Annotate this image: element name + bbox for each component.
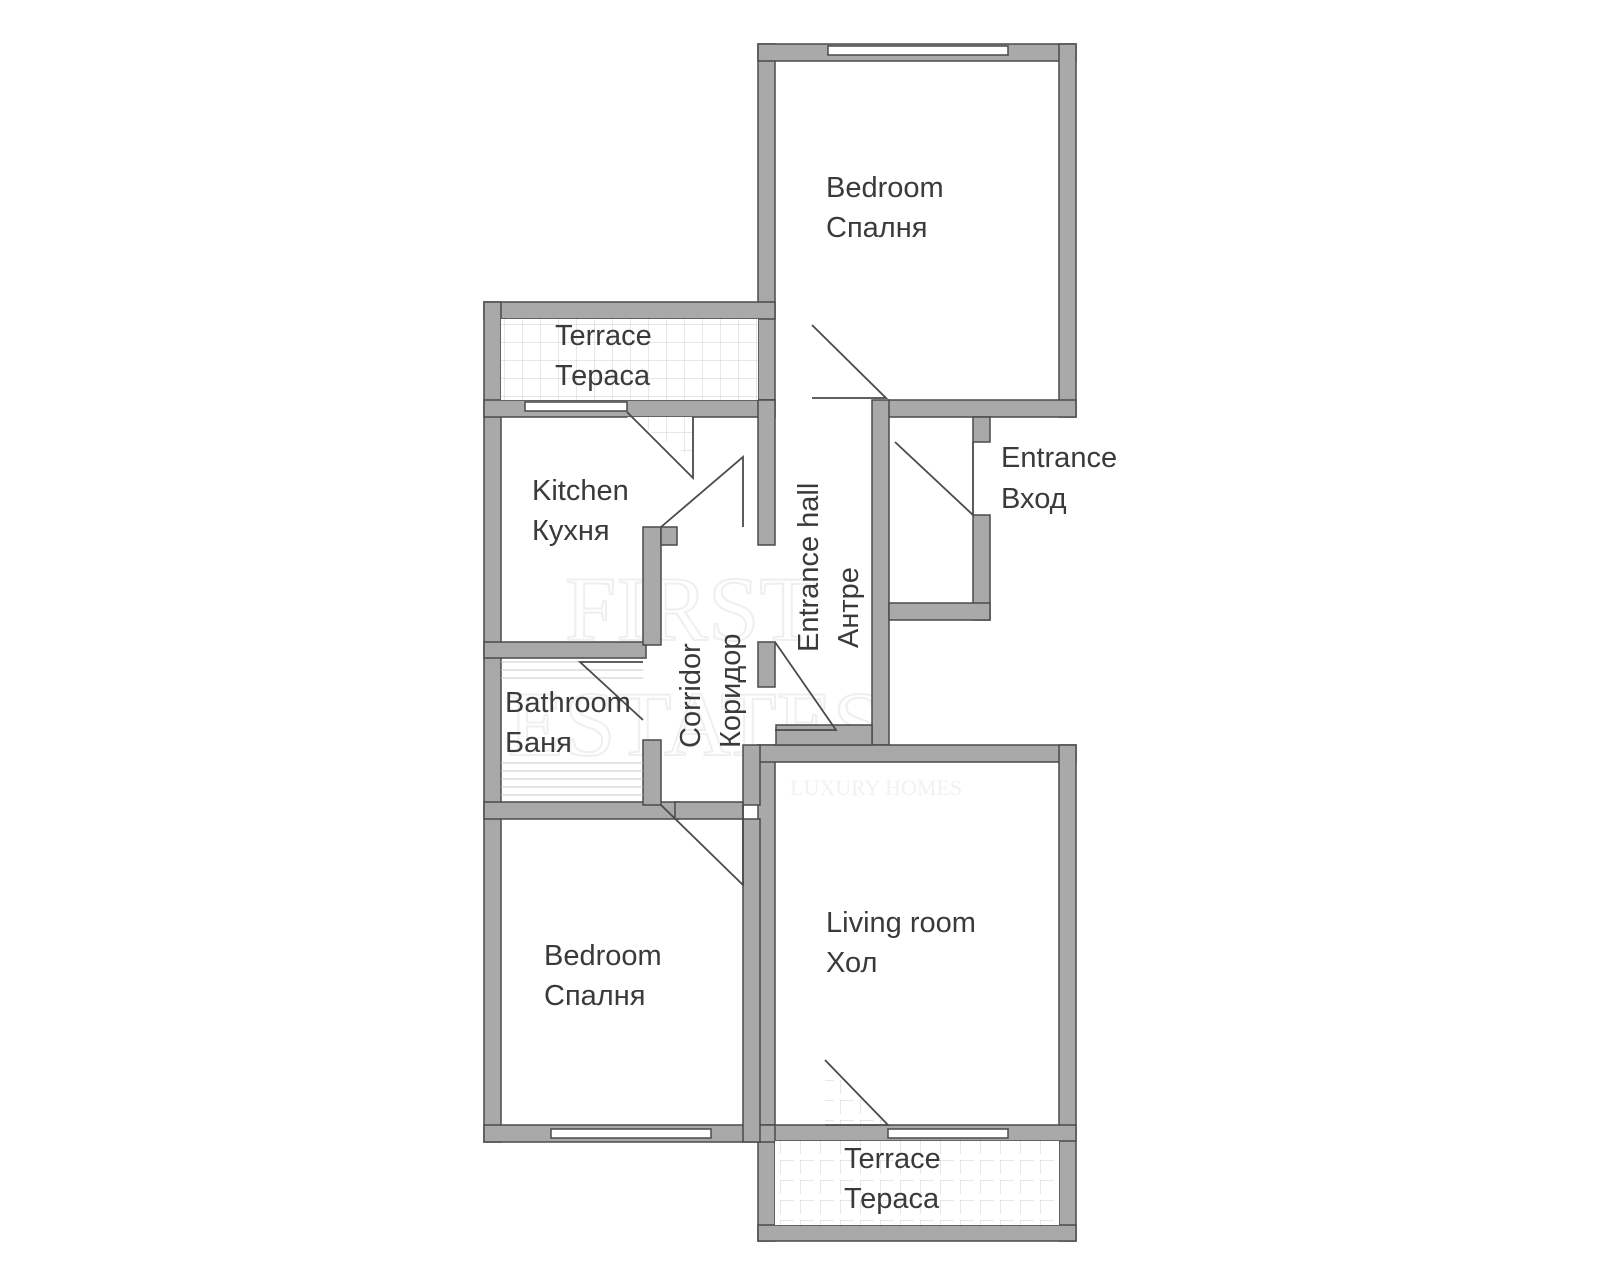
wall-segment <box>483 301 776 320</box>
door-swings <box>577 324 974 1126</box>
room-labels: Bedroom Спалня Terrace Тераса Kitchen Ку… <box>505 172 1117 1215</box>
wall-segment <box>742 818 761 1143</box>
label-kitchen-bg: Кухня <box>532 515 610 547</box>
label-entrance-bg: Вход <box>1001 483 1067 515</box>
label-corridor-bg: Коридор <box>715 633 747 748</box>
label-bedroom-bottom-bg: Спалня <box>544 980 645 1012</box>
label-terrace-top-bg: Тераса <box>555 360 651 392</box>
terrace-bottom-tiles <box>775 1141 1059 1225</box>
wall-segment <box>775 724 873 746</box>
terrace-top-tiles <box>501 319 758 400</box>
windows <box>524 45 1009 1139</box>
window <box>887 1128 1009 1139</box>
label-terrace-top-en: Terrace <box>555 320 652 352</box>
wall-segment <box>757 43 776 401</box>
label-bathroom-en: Bathroom <box>505 687 631 719</box>
window <box>550 1128 712 1139</box>
label-living-room-en: Living room <box>826 907 976 939</box>
window <box>827 45 1009 56</box>
label-terrace-bottom-en: Terrace <box>844 1143 941 1175</box>
wall-segment <box>757 399 776 546</box>
label-bedroom-bottom-en: Bedroom <box>544 940 662 972</box>
window <box>524 401 628 412</box>
label-entrance-hall-bg: Антре <box>833 567 865 648</box>
door-kitchen <box>660 455 744 528</box>
wall-segment <box>483 301 502 1143</box>
watermark: FIRST ESTATES LUXURY HOMES <box>507 557 962 800</box>
wall-segment <box>871 399 890 746</box>
label-bathroom-bg: Баня <box>505 727 572 759</box>
label-bedroom-top-en: Bedroom <box>826 172 944 204</box>
wall-segment <box>757 1224 1077 1242</box>
door-bedroom-bottom <box>660 804 744 888</box>
wall-segment <box>887 399 1077 418</box>
wall-segment <box>642 526 662 646</box>
label-bedroom-top-bg: Спалня <box>826 212 927 244</box>
wall-segment <box>757 744 1077 763</box>
label-terrace-bottom-bg: Тераса <box>844 1183 940 1215</box>
wall-segment <box>757 641 776 688</box>
label-kitchen-en: Kitchen <box>532 475 629 507</box>
label-entrance-en: Entrance <box>1001 442 1117 474</box>
label-living-room-bg: Хол <box>826 947 877 979</box>
wall-segment <box>674 801 744 820</box>
door-terrace-kitchen <box>626 411 694 481</box>
wall-segment <box>483 641 647 659</box>
wall-segment <box>742 744 761 806</box>
label-entrance-hall-en: Entrance hall <box>793 483 825 652</box>
door-living <box>774 641 838 731</box>
watermark-line3: LUXURY HOMES <box>790 775 962 800</box>
wall-segment <box>972 416 991 443</box>
wall-segment <box>660 526 678 546</box>
bathroom-stripes <box>501 661 643 796</box>
label-corridor-en: Corridor <box>675 643 707 748</box>
wall-segment <box>1058 744 1077 1242</box>
wall-segment <box>1058 43 1077 418</box>
wall-segment <box>888 602 991 621</box>
wall-segment <box>642 739 662 806</box>
door-entrance <box>894 441 974 518</box>
door-terrace-bottom <box>824 1059 891 1126</box>
door-bathroom <box>577 661 644 721</box>
terrace-top-tiles-extension <box>627 417 693 456</box>
door-bedroom-top <box>811 324 889 399</box>
